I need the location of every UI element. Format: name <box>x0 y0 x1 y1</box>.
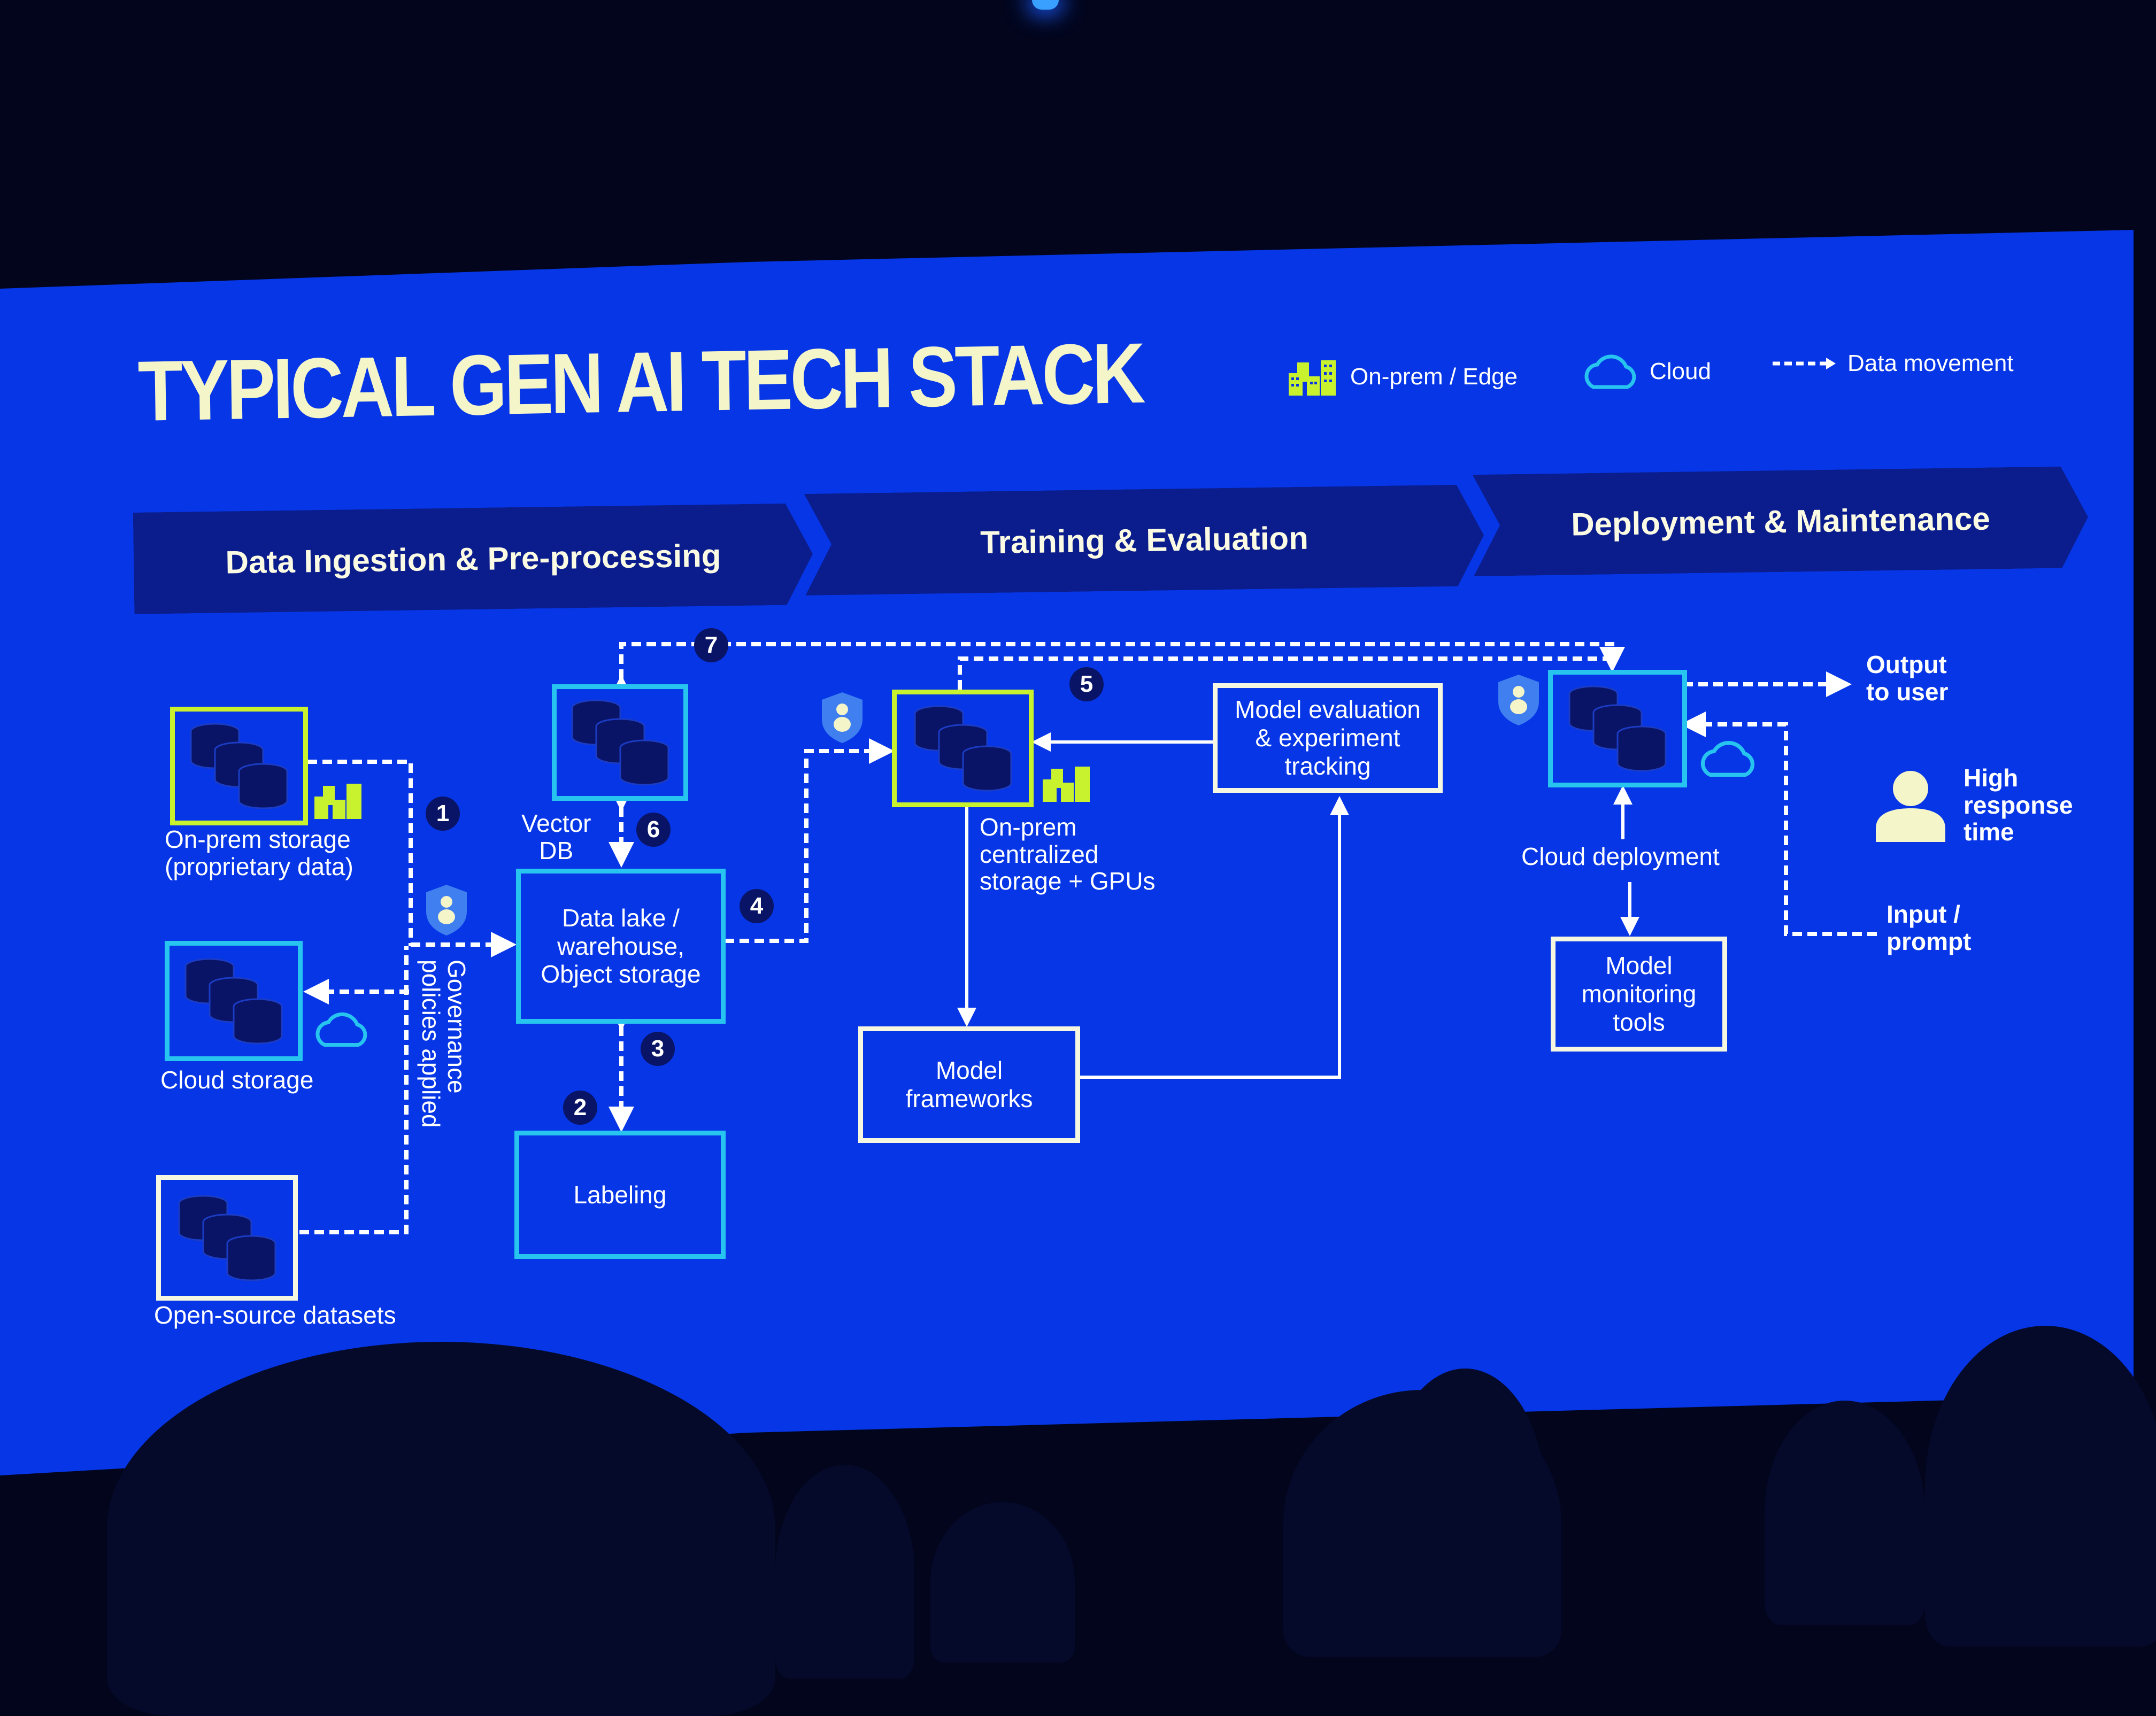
edge-onprem-to-bus <box>307 760 413 946</box>
label-input-prompt: Input / prompt <box>1886 900 1972 955</box>
legend-label: On-prem / Edge <box>1350 364 1518 390</box>
audience-silhouette <box>930 1502 1075 1663</box>
edge-from-input <box>1680 712 1877 936</box>
step-badge-1: 1 <box>426 797 460 831</box>
edge-gpu-clouddeploy <box>958 656 1612 690</box>
database-icon <box>1568 685 1667 772</box>
step-badge-4: 4 <box>740 889 774 923</box>
node-cloud-deployment <box>1548 670 1687 787</box>
projection-screen <box>0 230 2134 1475</box>
node-model-frameworks: Model frameworks <box>858 1026 1080 1143</box>
slide: TYPICAL GEN AI TECH STACK On-prem / Edge… <box>0 325 2156 1329</box>
label-governance: Governance policies applied <box>417 960 471 1128</box>
database-icon <box>571 699 669 786</box>
database-icon <box>184 958 283 1044</box>
label-on-prem-gpu-storage: On-prem centralized storage + GPUs <box>980 813 1156 895</box>
step-badge-7: 7 <box>694 628 728 662</box>
cloud-icon <box>1700 741 1755 777</box>
ceiling-light <box>1032 0 1059 10</box>
audience-silhouette <box>1385 1369 1545 1625</box>
buildings-icon <box>314 784 361 819</box>
node-vector-db <box>552 684 688 801</box>
database-icon <box>178 1195 276 1281</box>
legend-item-cloud: Cloud <box>1580 353 1711 390</box>
buildings-icon <box>1289 360 1336 396</box>
node-open-source-datasets <box>156 1175 298 1301</box>
legend-item-data-movement: Data movement <box>1773 350 2014 377</box>
label-cloud-deployment: Cloud deployment <box>1521 842 1720 870</box>
governance-shield-icon <box>1498 675 1539 725</box>
audience-silhouette <box>775 1465 914 1679</box>
dashed-arrow-icon <box>1773 358 1836 369</box>
label-high-response-time: High response time <box>1964 764 2073 846</box>
connectors <box>299 642 1877 1234</box>
label-on-prem-storage: On-prem storage (proprietary data) <box>165 825 353 880</box>
step-badge-2: 2 <box>563 1091 597 1125</box>
step-badge-3: 3 <box>641 1032 675 1066</box>
edge-vectordb-clouddeploy <box>609 642 1625 700</box>
database-icon <box>190 723 288 809</box>
node-cloud-storage <box>165 941 303 1061</box>
node-on-prem-storage <box>170 707 308 825</box>
cloud-icon <box>315 1012 367 1047</box>
legend-label: Data movement <box>1847 350 2014 376</box>
edge-opensource-to-bus <box>299 946 409 1234</box>
step-badge-5: 5 <box>1069 667 1104 701</box>
audience-silhouette <box>1925 1326 2156 1647</box>
buildings-icon <box>1043 767 1090 802</box>
node-on-prem-gpu-storage <box>892 690 1034 807</box>
label-vector-db: Vector DB <box>521 809 591 864</box>
label-open-source-datasets: Open-source datasets <box>154 1301 396 1329</box>
cloud-icon <box>1584 354 1636 389</box>
node-labeling: Labeling <box>514 1131 726 1259</box>
governance-shield-icon <box>822 692 863 743</box>
database-icon <box>914 705 1012 792</box>
step-badge-6: 6 <box>636 813 671 847</box>
node-data-lake: Data lake / warehouse, Object storage <box>516 869 726 1024</box>
governance-shield-icon <box>426 885 467 936</box>
label-cloud-storage: Cloud storage <box>160 1066 314 1094</box>
node-model-monitoring: Model monitoring tools <box>1551 937 1727 1052</box>
edge-frameworks-to-eval <box>1080 796 1349 1079</box>
audience-silhouette <box>107 1342 775 1716</box>
legend-label: Cloud <box>1650 358 1711 384</box>
user-icon <box>1876 771 1945 842</box>
node-model-evaluation: Model evaluation & experiment tracking <box>1213 683 1443 793</box>
legend-item-on-prem: On-prem / Edge <box>1289 358 1518 396</box>
audience-silhouette <box>1765 1401 1925 1625</box>
label-output-to-user: Output to user <box>1866 651 1949 706</box>
